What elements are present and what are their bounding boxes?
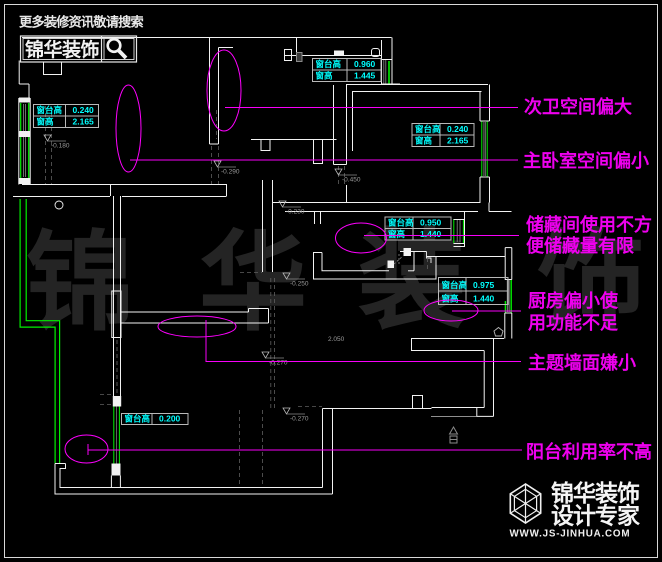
svg-text:窗高: 窗高 — [388, 229, 406, 239]
svg-text:0.200: 0.200 — [159, 414, 181, 424]
svg-text:窗高: 窗高 — [37, 117, 55, 127]
svg-text:-0.290: -0.290 — [221, 169, 240, 176]
svg-text:2.165: 2.165 — [73, 117, 95, 127]
svg-text:-0.270: -0.270 — [269, 360, 288, 367]
svg-text:锦华装饰: 锦华装饰 — [25, 38, 100, 61]
svg-text:1.445: 1.445 — [354, 71, 376, 81]
svg-text:1.440: 1.440 — [420, 229, 442, 239]
svg-text:饰: 饰 — [537, 223, 645, 342]
svg-text:-0.180: -0.180 — [51, 143, 70, 150]
svg-text:窗台高: 窗台高 — [37, 105, 63, 115]
svg-text:2.165: 2.165 — [447, 136, 469, 146]
svg-text:窗台高: 窗台高 — [125, 414, 151, 424]
svg-text:0.960: 0.960 — [354, 59, 376, 69]
svg-text:窗高: 窗高 — [316, 71, 334, 81]
svg-text:阳台利用率不高: 阳台利用率不高 — [526, 441, 652, 462]
svg-text:0.240: 0.240 — [447, 124, 469, 134]
svg-text:窗台高: 窗台高 — [388, 218, 414, 228]
svg-text:锦华装饰: 锦华装饰 — [551, 480, 640, 506]
svg-text:WWW.JS-JINHUA.COM: WWW.JS-JINHUA.COM — [510, 529, 631, 540]
svg-text:0.975: 0.975 — [473, 280, 495, 290]
svg-text:1.440: 1.440 — [473, 294, 495, 304]
svg-text:主题墙面嫌小: 主题墙面嫌小 — [528, 352, 636, 373]
svg-text:-0.250: -0.250 — [290, 281, 309, 288]
svg-text:0.950: 0.950 — [420, 218, 442, 228]
svg-text:用功能不足: 用功能不足 — [528, 312, 618, 333]
svg-text:2.050: 2.050 — [328, 336, 345, 343]
svg-text:窗台高: 窗台高 — [316, 59, 342, 69]
svg-text:主卧室空间偏小: 主卧室空间偏小 — [523, 150, 649, 171]
svg-text:华: 华 — [199, 225, 307, 344]
svg-text:0.240: 0.240 — [73, 105, 95, 115]
svg-text:-0.270: -0.270 — [290, 416, 309, 423]
svg-text:厨房偏小使: 厨房偏小使 — [528, 290, 619, 311]
svg-text:便储藏量有限: 便储藏量有限 — [526, 235, 635, 256]
svg-text:储藏间使用不方: 储藏间使用不方 — [525, 214, 652, 235]
svg-text:锦: 锦 — [26, 225, 134, 344]
svg-text:窗台高: 窗台高 — [442, 280, 468, 290]
svg-text:窗台高: 窗台高 — [415, 124, 441, 134]
svg-text:装: 装 — [358, 223, 466, 342]
svg-text:设计专家: 设计专家 — [551, 503, 640, 529]
svg-text:-0.450: -0.450 — [342, 177, 361, 184]
svg-text:次卫空间偏大: 次卫空间偏大 — [524, 96, 632, 117]
svg-text:更多装修资讯敬请搜索: 更多装修资讯敬请搜索 — [19, 14, 143, 30]
svg-text:-0.230: -0.230 — [286, 209, 305, 216]
svg-text:窗高: 窗高 — [442, 294, 460, 304]
svg-text:窗高: 窗高 — [415, 136, 433, 146]
